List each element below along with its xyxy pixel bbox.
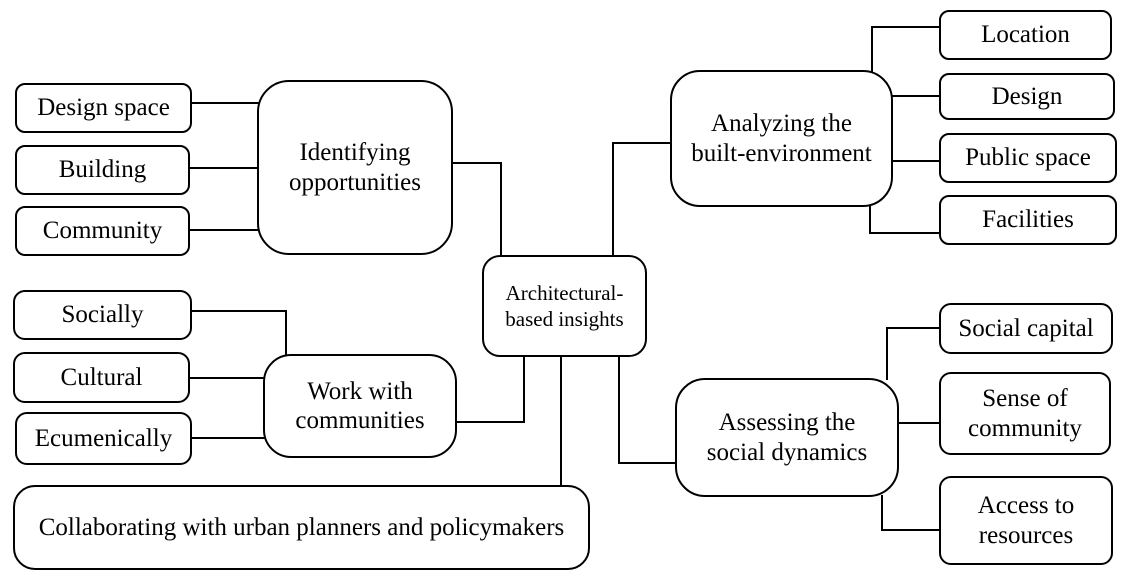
connector-sense-of-community <box>897 422 941 424</box>
connector-community <box>190 229 260 231</box>
connector-analyzing-v <box>612 142 614 257</box>
connector-facilities-v <box>869 205 871 234</box>
node-design-space: Design space <box>15 83 192 133</box>
node-social-capital: Social capital <box>939 303 1113 354</box>
connector-building <box>190 167 260 169</box>
node-design: Design <box>939 73 1115 120</box>
node-collaborating: Collaborating with urban planners and po… <box>13 485 590 570</box>
node-cultural: Cultural <box>13 352 190 403</box>
connector-design-space <box>192 102 260 104</box>
connector-cultural <box>190 377 265 379</box>
node-building: Building <box>15 145 190 195</box>
connector-access-h <box>881 529 941 531</box>
connector-facilities-h <box>869 232 941 234</box>
connector-assessing-v <box>618 355 620 464</box>
connector-collaborating <box>560 356 562 487</box>
node-access-to-resources: Access to resources <box>939 476 1113 565</box>
connector-ecumenically <box>192 437 265 439</box>
node-community: Community <box>15 206 190 256</box>
connector-access-v <box>881 495 883 531</box>
node-work-with-communities: Work with communities <box>263 354 457 458</box>
connector-design <box>891 95 941 97</box>
connector-analyzing-h <box>612 142 672 144</box>
node-sense-of-community: Sense of community <box>939 372 1111 455</box>
node-public-space: Public space <box>939 133 1117 183</box>
node-facilities: Facilities <box>939 195 1117 245</box>
connector-public-space <box>891 160 941 162</box>
node-ecumenically: Ecumenically <box>15 412 192 465</box>
node-analyzing-built-environment: Analyzing the built-environment <box>670 70 893 207</box>
connector-work-v <box>523 356 525 423</box>
node-assessing-social-dynamics: Assessing the social dynamics <box>675 378 899 497</box>
connector-location-v <box>871 26 873 72</box>
connector-socially-v <box>285 310 287 356</box>
connector-social-capital-h <box>886 327 941 329</box>
connector-location-h <box>871 26 941 28</box>
connector-work-h <box>457 421 525 423</box>
connector-identifying-h <box>453 162 502 164</box>
connector-assessing-h <box>618 462 677 464</box>
node-location: Location <box>939 10 1112 60</box>
node-central-architectural-insights: Architectural- based insights <box>482 255 647 357</box>
connector-social-capital-v <box>886 327 888 380</box>
node-socially: Socially <box>13 290 192 340</box>
connector-socially-h <box>192 310 287 312</box>
connector-identifying-v <box>500 162 502 257</box>
node-identifying-opportunities: Identifying opportunities <box>257 80 453 255</box>
